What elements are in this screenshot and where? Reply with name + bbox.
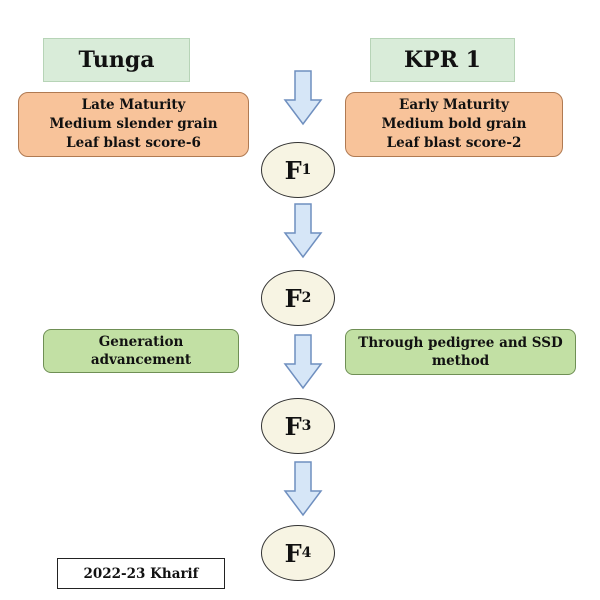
trait-line: Early Maturity — [399, 97, 509, 113]
season-label: 2022-23 Kharif — [57, 558, 225, 589]
trait-line: Leaf blast score-6 — [66, 135, 201, 151]
trait-line: Medium slender grain — [49, 116, 218, 132]
trait-line: Late Maturity — [81, 97, 186, 113]
trait-line: Leaf blast score-2 — [386, 135, 522, 151]
down-arrow-icon — [283, 70, 323, 126]
trait-line: Medium bold grain — [381, 116, 527, 132]
note-pedigree-ssd: Through pedigree and SSD method — [345, 329, 576, 375]
generation-subscript: 2 — [301, 290, 312, 306]
generation-letter: F — [284, 155, 302, 185]
parent-left-box: Tunga — [43, 38, 190, 82]
parent-right-traits: Early Maturity Medium bold grain Leaf bl… — [345, 92, 563, 157]
note-generation-advancement: Generation advancement — [43, 329, 239, 373]
down-arrow-icon — [283, 334, 323, 390]
down-arrow-icon — [283, 203, 323, 259]
parent-right-box: KPR 1 — [370, 38, 515, 82]
note-line: advancement — [90, 352, 192, 368]
parent-right-name: KPR 1 — [404, 47, 481, 73]
parent-left-name: Tunga — [78, 47, 155, 73]
generation-subscript: 4 — [301, 545, 312, 561]
generation-subscript: 3 — [301, 418, 312, 434]
note-line: Generation — [98, 334, 184, 350]
note-line: Through pedigree and SSD — [358, 335, 563, 351]
generation-letter: F — [284, 283, 302, 313]
season-text: 2022-23 Kharif — [83, 565, 199, 582]
generation-letter: F — [284, 538, 302, 568]
down-arrow-icon — [283, 461, 323, 517]
generation-subscript: 1 — [301, 162, 312, 178]
generation-letter: F — [284, 411, 302, 441]
note-line: method — [431, 353, 490, 369]
parent-left-traits: Late Maturity Medium slender grain Leaf … — [18, 92, 249, 157]
